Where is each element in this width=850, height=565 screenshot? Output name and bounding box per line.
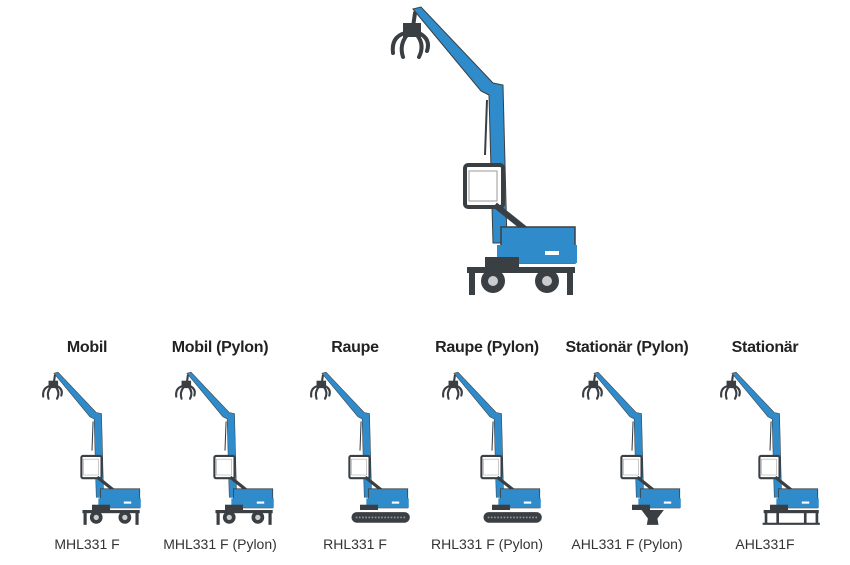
variant-image[interactable] [557,361,697,526]
grab-icon [310,374,331,400]
variant-image[interactable] [695,361,835,526]
wheeled-undercarriage-icon [467,267,575,295]
variant-title: Stationär [731,339,799,356]
grab-icon [582,374,603,400]
material-handler-icon [582,371,681,525]
variant-card[interactable]: Stationär AHL331F [695,335,835,552]
variant-image[interactable] [285,361,425,526]
variant-card[interactable]: Mobil (Pylon) MHL331 F (Pylon) [150,335,290,552]
variant-card[interactable]: Mobil MHL331 F [17,335,157,552]
grab-icon [442,374,463,400]
material-handler-icon [390,6,577,295]
grab-icon [175,374,196,400]
pylon-column-icon [641,510,664,525]
crawler-track-icon [351,512,410,523]
variant-title: Raupe [331,339,379,356]
variant-title: Mobil (Pylon) [171,339,269,356]
variant-image[interactable] [150,361,290,526]
wheeled-undercarriage-icon [215,510,273,525]
material-handler-icon [175,371,274,525]
upper-carriage-icon [492,488,541,511]
cab-icon [620,454,660,496]
material-handler-icon [42,371,141,525]
material-handler-icon [720,371,820,525]
material-handler-icon [310,371,410,523]
crawler-track-icon [483,512,542,523]
grab-icon [42,374,63,400]
upper-carriage-icon [770,488,819,511]
variant-model-link[interactable]: MHL331 F (Pylon) [163,536,277,552]
variant-model-link[interactable]: RHL331 F (Pylon) [430,536,544,552]
upper-carriage-icon [632,488,681,511]
variant-card[interactable]: Raupe RHL331 F [285,335,425,552]
wheeled-undercarriage-icon [82,510,140,525]
variant-card[interactable]: Raupe (Pylon) RHL331 F (Pylon) [417,335,557,552]
grab-icon [720,374,741,400]
variant-title: Raupe (Pylon) [435,339,539,356]
upper-carriage-icon [485,226,577,267]
variant-model-link[interactable]: RHL331 F [323,536,387,552]
variant-card[interactable]: Stationär (Pylon) AHL331 F (Pylon) [557,335,697,552]
material-handler-icon [442,371,542,523]
variant-model-link[interactable]: AHL331 F (Pylon) [571,536,683,552]
stand-legs-icon [762,510,820,525]
variant-title: Stationär (Pylon) [565,339,689,356]
variant-image[interactable] [417,361,557,526]
upper-carriage-icon [360,488,409,511]
upper-carriage-icon [92,488,141,511]
upper-carriage-icon [225,488,274,511]
variant-model-link[interactable]: MHL331 F [54,536,120,552]
variant-title: Mobil [66,339,108,356]
cab-icon [480,454,520,496]
variant-image[interactable] [17,361,157,526]
variant-model-link[interactable]: AHL331F [735,536,795,552]
grab-icon [390,11,430,59]
hero-machine-image [385,5,585,295]
